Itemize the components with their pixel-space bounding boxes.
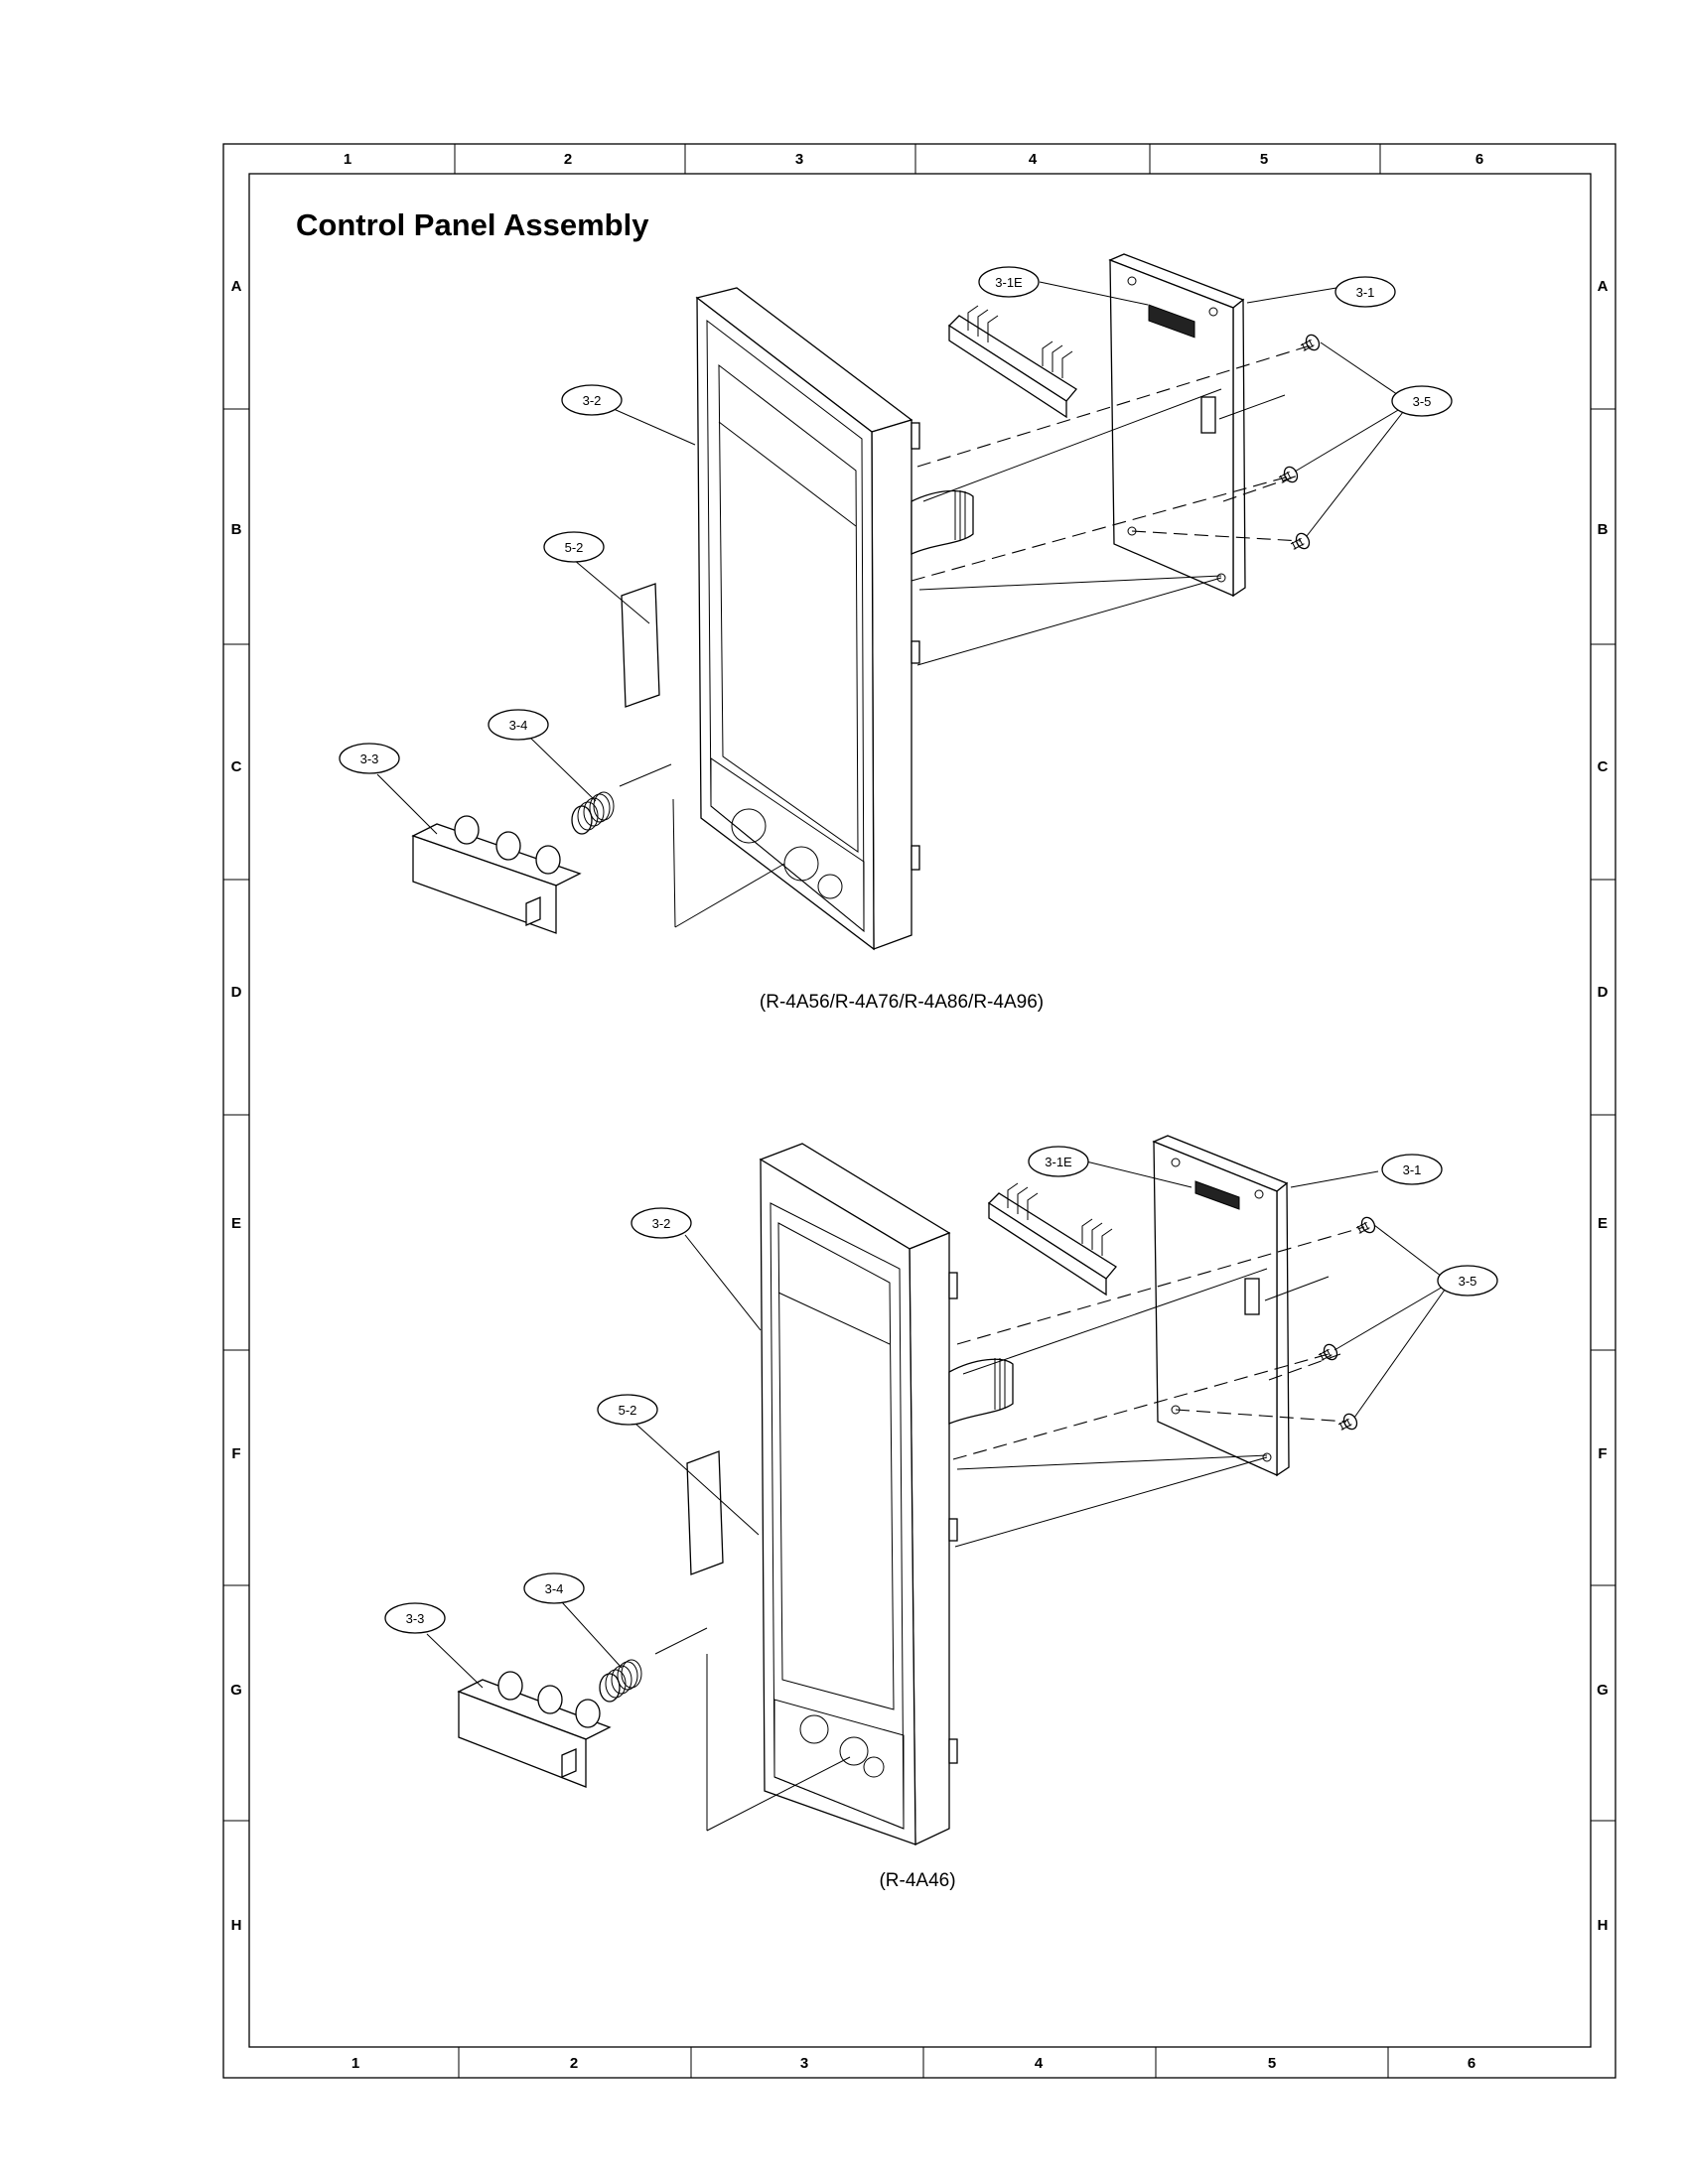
- callout-3-5: 3-5: [1459, 1274, 1477, 1289]
- row-label: D: [1598, 984, 1609, 1001]
- column-label: 4: [1035, 2055, 1044, 2072]
- column-label: 2: [564, 151, 572, 168]
- buttons-3-3: [411, 815, 582, 934]
- row-label: A: [1598, 278, 1609, 295]
- row-label: C: [1598, 758, 1609, 775]
- page-title: Control Panel Assembly: [296, 207, 649, 242]
- row-label: G: [230, 1682, 242, 1699]
- callouts: 3-1E 3-1 3-5 3-2 5-2 3-4 3-3: [339, 266, 1453, 774]
- view-bottom: 3-1E 3-1 3-5 3-2 5-2 3-4 3-3 (R-4A46): [384, 1135, 1498, 1891]
- callout-3-2: 3-2: [583, 393, 602, 408]
- label-5-2: [621, 583, 660, 708]
- ribbon-cable: [911, 489, 974, 556]
- column-labels-bottom: 1 2 3 4 5 6: [351, 2055, 1475, 2072]
- assembly-lines: [954, 1268, 1330, 1548]
- row-label: C: [231, 758, 242, 775]
- callout-3-3: 3-3: [360, 751, 379, 766]
- callout-5-2: 5-2: [619, 1403, 637, 1418]
- column-label: 3: [795, 151, 803, 168]
- alignment-lines: [952, 1226, 1365, 1460]
- inner-frame: [248, 173, 1592, 2048]
- row-label: F: [1598, 1445, 1607, 1462]
- callout-3-1e: 3-1E: [1045, 1155, 1072, 1169]
- column-label: 4: [1029, 151, 1038, 168]
- label-5-2: [686, 1450, 724, 1575]
- buttons-3-3: [457, 1671, 612, 1788]
- callout-3-4: 3-4: [509, 718, 528, 733]
- column-label: 6: [1475, 151, 1483, 168]
- row-label: E: [1598, 1215, 1608, 1232]
- screws-3-5: [1278, 334, 1321, 550]
- row-label: A: [231, 278, 242, 295]
- view-top: 3-1E 3-1 3-5 3-2 5-2 3-4 3-3 (R-4A56/R-4…: [339, 253, 1453, 1013]
- callout-3-5: 3-5: [1413, 394, 1432, 409]
- column-labels-top: 1 2 3 4 5 6: [344, 151, 1483, 168]
- column-label: 1: [344, 151, 351, 168]
- spring-3-4: [571, 791, 615, 835]
- row-label: G: [1597, 1682, 1609, 1699]
- row-label: F: [231, 1445, 240, 1462]
- column-label: 5: [1268, 2055, 1276, 2072]
- view-caption: (R-4A56/R-4A76/R-4A86/R-4A96): [760, 992, 1044, 1013]
- row-label: B: [231, 521, 242, 538]
- assembly-lines: [916, 388, 1286, 666]
- view-caption: (R-4A46): [879, 1870, 955, 1891]
- alignment-lines: [911, 344, 1312, 582]
- ribbon-cable-folds: [954, 490, 966, 540]
- spring-3-4: [599, 1659, 642, 1703]
- control-panel-frame: [695, 287, 920, 951]
- column-label: 2: [570, 2055, 578, 2072]
- pcb-3-1: [1108, 253, 1246, 598]
- row-labels-right: A B C D E F G H: [1597, 278, 1609, 1934]
- screws-3-5: [1318, 1216, 1376, 1431]
- row-label: H: [231, 1917, 242, 1934]
- callout-3-2: 3-2: [652, 1216, 671, 1231]
- pcb-3-1: [1152, 1135, 1290, 1477]
- row-label: H: [1598, 1917, 1609, 1934]
- connector-3-1e: [947, 305, 1077, 419]
- callout-3-1: 3-1: [1403, 1162, 1422, 1177]
- row-labels-left: A B C D E F G H: [230, 278, 242, 1934]
- callout-5-2: 5-2: [565, 540, 584, 555]
- control-panel-frame: [759, 1143, 958, 1846]
- callout-3-1e: 3-1E: [995, 275, 1023, 290]
- leader-lines: [426, 1160, 1451, 1832]
- column-label: 5: [1260, 151, 1268, 168]
- callout-3-1: 3-1: [1356, 285, 1375, 300]
- ribbon-cable: [948, 1358, 1014, 1425]
- column-label: 1: [351, 2055, 359, 2072]
- zone-dividers: [223, 144, 1615, 2078]
- row-label: D: [231, 984, 242, 1001]
- column-label: 6: [1468, 2055, 1475, 2072]
- callout-3-3: 3-3: [406, 1611, 425, 1626]
- column-label: 3: [800, 2055, 808, 2072]
- row-label: B: [1598, 521, 1609, 538]
- row-label: E: [231, 1215, 241, 1232]
- connector-3-1e: [987, 1182, 1117, 1297]
- leader-lines: [376, 281, 1411, 928]
- callout-3-4: 3-4: [545, 1581, 564, 1596]
- callouts: 3-1E 3-1 3-5 3-2 5-2 3-4 3-3: [384, 1146, 1498, 1634]
- outer-frame: [222, 143, 1616, 2079]
- ribbon-cable-folds: [994, 1358, 1006, 1410]
